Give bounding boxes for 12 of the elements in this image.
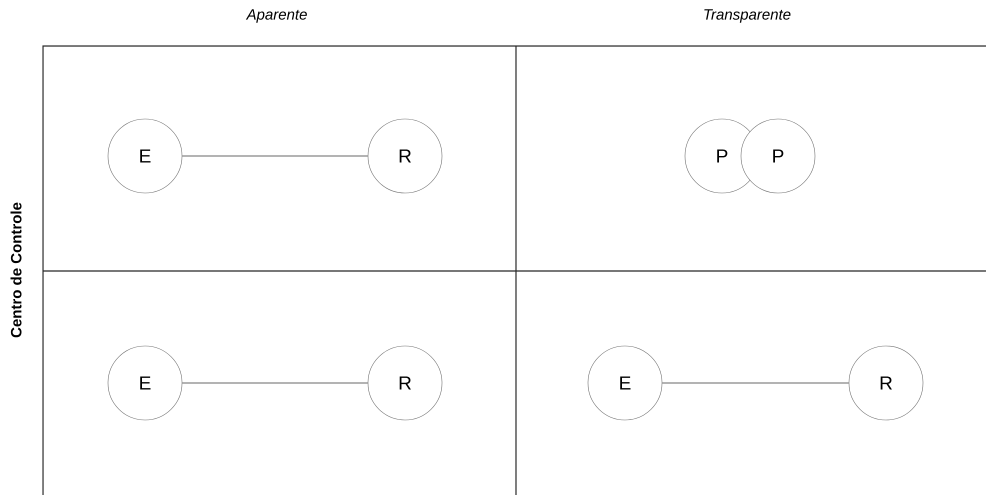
circle-node: R	[848, 346, 924, 420]
connector-line	[662, 382, 850, 384]
circle-node: E	[108, 118, 182, 194]
circle-node: E	[108, 346, 182, 420]
axis-label: Transparente	[704, 9, 790, 23]
circle-node: R	[368, 118, 442, 194]
circle-node: E	[588, 346, 662, 420]
axis-label: Centro de Controle	[10, 202, 22, 338]
circle-node: R	[368, 346, 442, 420]
connector-line	[182, 382, 368, 384]
axis-label: Aparente	[246, 9, 307, 23]
circle-node: P	[740, 118, 816, 194]
